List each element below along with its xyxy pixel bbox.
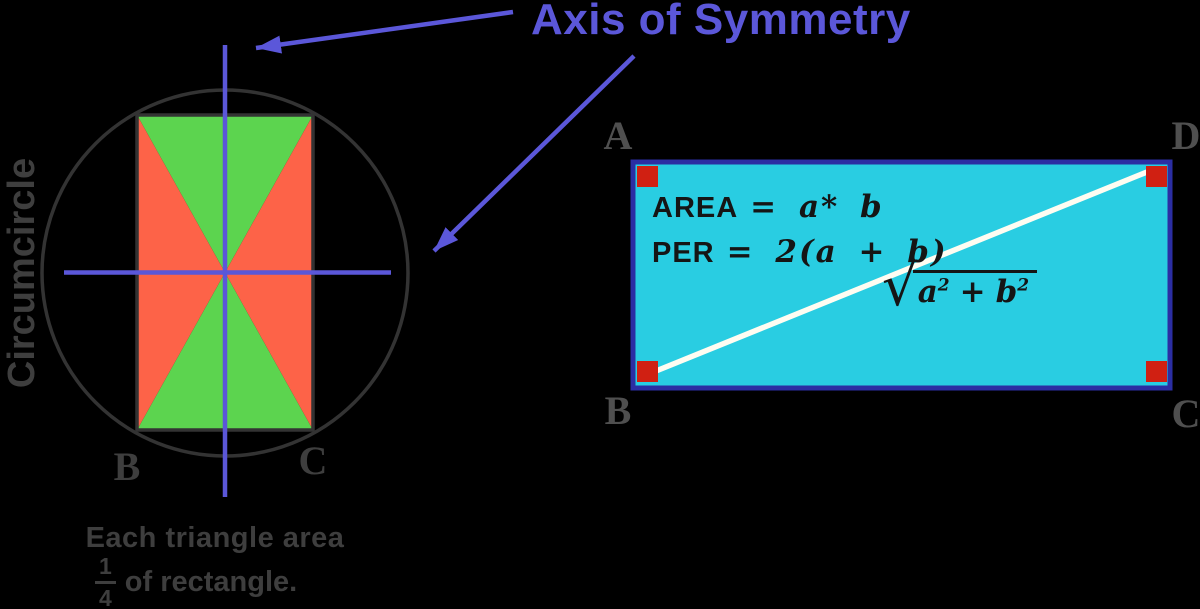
axis-of-symmetry-title: Axis of Symmetry (531, 0, 911, 44)
caption-line2: 1 4 of rectangle. (95, 555, 297, 609)
perimeter-label: PER (652, 237, 715, 269)
corner-marker-bottom-right (1146, 361, 1167, 382)
right-vertex-a: A (603, 113, 633, 158)
left-vertex-b: B (113, 444, 141, 489)
term-a: a (917, 274, 938, 310)
right-vertex-c: C (1171, 391, 1200, 436)
area-formula: AREA = a* b (652, 189, 884, 225)
corner-marker-bottom-left (637, 361, 658, 382)
radicand: a2+b2 (912, 270, 1038, 310)
radical-sign: √ (882, 254, 918, 319)
arrow-to-vertical-axis (255, 9, 514, 54)
area-label: AREA (652, 192, 739, 224)
right-vertex-b: B (604, 388, 632, 433)
perimeter-formula: PER = 2(a + b) (652, 234, 948, 270)
term-b: b (995, 274, 1018, 310)
left-vertex-c: C (298, 438, 328, 483)
term-a-exponent: 2 (937, 275, 950, 296)
one-quarter-fraction: 1 4 (95, 555, 116, 609)
corner-marker-top-right (1146, 166, 1167, 187)
diagonal-formula: √ a2+b2 (882, 259, 1038, 315)
diagonal-line (654, 169, 1149, 374)
term-b-exponent: 2 (1017, 275, 1030, 296)
perimeter-expression: = 2(a + b) (726, 234, 948, 270)
fraction-denominator: 4 (95, 581, 116, 609)
area-expression: = a* b (750, 189, 884, 225)
plus-sign: + (959, 274, 986, 310)
caption-line1: Each triangle area (85, 522, 345, 554)
circumcircle-label: Circumcircle (1, 157, 43, 389)
right-vertex-d: D (1171, 113, 1200, 158)
caption-line2-text: of rectangle. (124, 566, 298, 598)
fraction-numerator: 1 (99, 553, 112, 579)
arrow-to-circumcircle (432, 54, 636, 253)
corner-marker-top-left (637, 166, 658, 187)
